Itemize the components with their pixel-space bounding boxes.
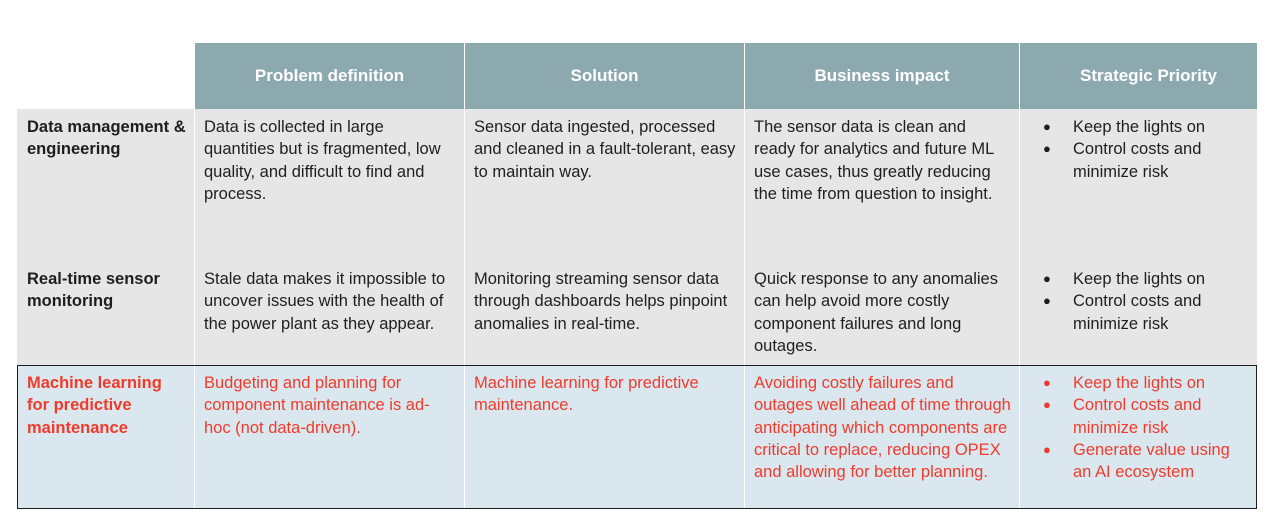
priority-cell: Keep the lights on Control costs and min… [1019, 253, 1257, 365]
row-label: Real-time sensor monitoring [27, 270, 160, 311]
priority-item: Control costs and minimize risk [1040, 138, 1249, 183]
impact-cell: Avoiding costly failures and outages wel… [744, 365, 1019, 509]
impact-cell: The sensor data is clean and ready for a… [744, 109, 1019, 253]
table-header: Problem definition Solution Business imp… [17, 43, 1257, 109]
problem-cell: Data is collected in large quantities bu… [194, 109, 464, 253]
table-row: Data management & engineering Data is co… [17, 109, 1257, 253]
solution-cell: Sensor data ingested, processed and clea… [464, 109, 744, 253]
use-case-table: Problem definition Solution Business imp… [17, 43, 1257, 509]
priority-item: Keep the lights on [1040, 372, 1249, 395]
table-row: Real-time sensor monitoring Stale data m… [17, 253, 1257, 365]
header-business-impact: Business impact [744, 43, 1019, 109]
table-row-highlighted: Machine learning for predictive maintena… [17, 365, 1257, 509]
priority-cell: Keep the lights on Control costs and min… [1019, 109, 1257, 253]
priority-list: Keep the lights on Control costs and min… [1040, 116, 1249, 183]
problem-cell: Budgeting and planning for component mai… [194, 365, 464, 509]
solution-cell: Machine learning for predictive maintena… [464, 365, 744, 509]
solution-cell: Monitoring streaming sensor data through… [464, 253, 744, 365]
header-strategic-priority: Strategic Priority [1019, 43, 1257, 109]
priority-item: Control costs and minimize risk [1040, 394, 1249, 439]
priority-item: Keep the lights on [1040, 116, 1249, 139]
priority-list: Keep the lights on Control costs and min… [1040, 372, 1249, 483]
priority-item: Generate value using an AI ecosystem [1040, 439, 1249, 484]
priority-item: Keep the lights on [1040, 268, 1249, 291]
header-problem-definition: Problem definition [194, 43, 464, 109]
priority-cell: Keep the lights on Control costs and min… [1019, 365, 1257, 509]
priority-list: Keep the lights on Control costs and min… [1040, 268, 1249, 335]
header-solution: Solution [464, 43, 744, 109]
priority-item: Control costs and minimize risk [1040, 290, 1249, 335]
row-label: Machine learning for predictive maintena… [27, 374, 162, 437]
header-blank [17, 43, 194, 109]
row-label: Data management & engineering [27, 118, 186, 159]
problem-cell: Stale data makes it impossible to uncove… [194, 253, 464, 365]
impact-cell: Quick response to any anomalies can help… [744, 253, 1019, 365]
